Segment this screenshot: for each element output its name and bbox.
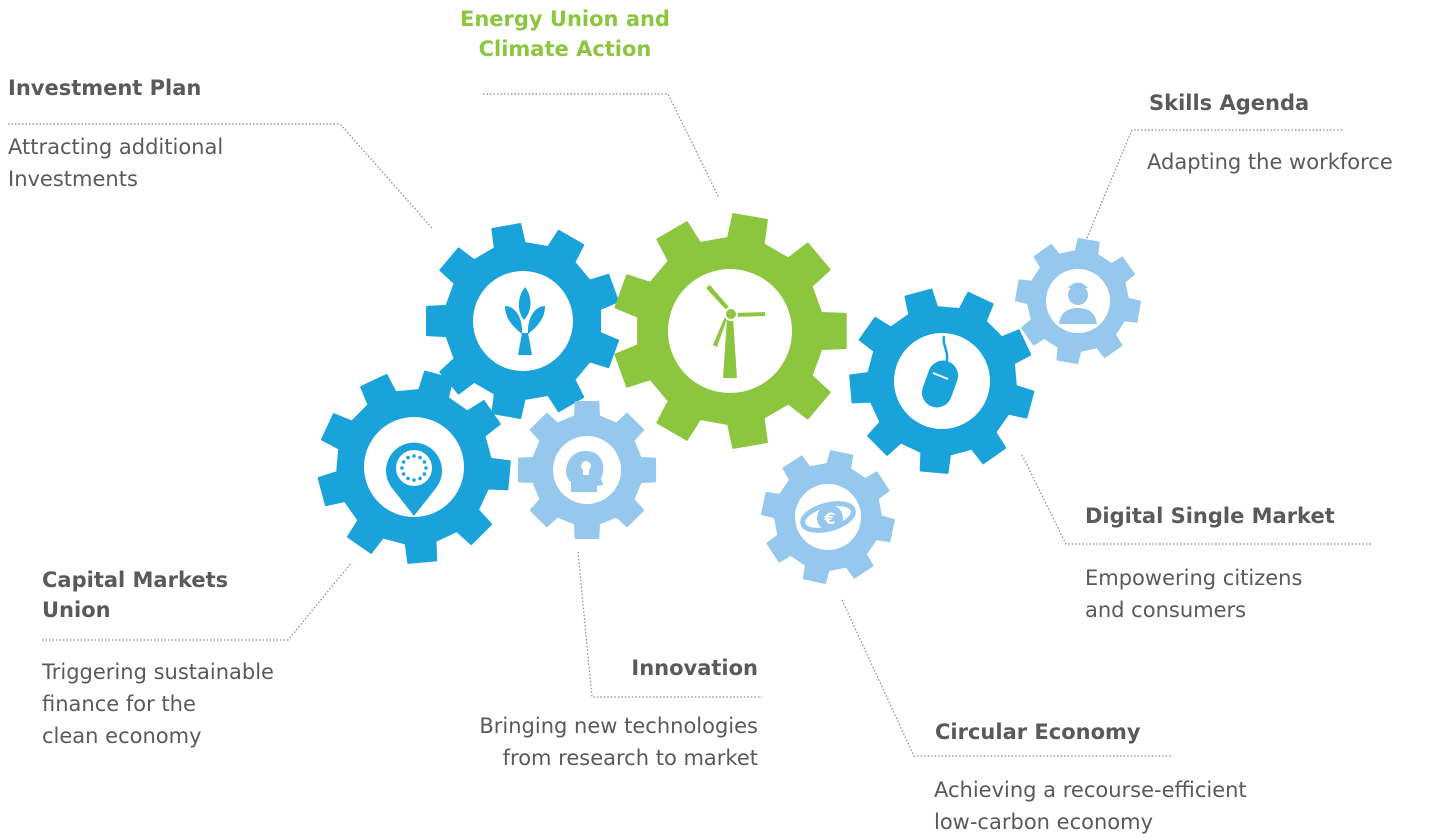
- circular-desc-line2: low-carbon economy: [934, 810, 1154, 834]
- sprout-icon: [505, 287, 545, 355]
- svg-text:€: €: [823, 509, 835, 528]
- head-lightbulb-icon: [566, 451, 604, 492]
- skills-agenda-gear: [1015, 238, 1141, 364]
- investment-desc-line2: Investments: [8, 167, 138, 191]
- eu-star: [412, 478, 416, 482]
- eu-star: [412, 454, 416, 458]
- wind-turbine-icon: [706, 285, 765, 378]
- eu-star: [422, 472, 427, 476]
- digital-single-market-title: Digital Single Market: [1085, 504, 1335, 528]
- investment-desc-line1: Attracting additional: [8, 135, 224, 159]
- capital-markets-title: Capital Markets Union: [42, 565, 228, 625]
- eu-location-pin-icon: [386, 442, 442, 516]
- energy-union-title: Energy Union and Climate Action: [440, 4, 690, 64]
- eu-star: [406, 476, 410, 481]
- capital-desc-line2: finance for the: [42, 692, 196, 716]
- circular-desc-line1: Achieving a recourse-efficient: [934, 778, 1247, 802]
- worker-icon: [1059, 282, 1097, 324]
- digital-desc-line2: and consumers: [1085, 598, 1247, 622]
- investment-plan-title: Investment Plan: [8, 76, 202, 100]
- leader-line-investment: [8, 123, 433, 229]
- leader-line-skills: [1086, 129, 1342, 239]
- eu-star: [400, 466, 404, 470]
- circular-economy-gear: €: [761, 450, 895, 584]
- investment-plan-desc: Attracting additional Investments: [8, 131, 223, 195]
- energy-union-title-line2: Climate Action: [478, 37, 652, 61]
- innovation-desc: Bringing new technologies from research …: [410, 710, 758, 774]
- digital-single-market-gear: [849, 288, 1035, 474]
- leader-line-innovation: [577, 551, 762, 698]
- eu-star: [401, 472, 406, 476]
- skills-agenda-desc: Adapting the workforce: [1147, 150, 1393, 174]
- innovation-title: Innovation: [631, 656, 758, 680]
- digital-desc-line1: Empowering citizens: [1085, 566, 1303, 590]
- capital-desc-line1: Triggering sustainable: [42, 660, 274, 684]
- leader-line-capital: [42, 561, 353, 641]
- innovation-desc-line1: Bringing new technologies: [479, 714, 758, 738]
- circular-economy-title: Circular Economy: [935, 720, 1141, 744]
- leader-line-energy: [483, 93, 720, 199]
- eu-star: [418, 476, 422, 481]
- capital-title-line2: Union: [42, 598, 111, 622]
- leader-line-digital: [1021, 454, 1372, 545]
- eu-star: [406, 455, 410, 460]
- eu-star: [401, 460, 406, 464]
- innovation-gear: [517, 400, 657, 540]
- leader-line-circular: [841, 599, 1173, 757]
- computer-mouse-icon: [921, 335, 959, 408]
- eu-star: [422, 460, 427, 464]
- euro-cycle-icon: €: [800, 501, 856, 533]
- circular-economy-desc: Achieving a recourse-efficient low-carbo…: [934, 774, 1247, 838]
- energy-union-gear: [614, 213, 847, 449]
- innovation-desc-line2: from research to market: [502, 746, 758, 770]
- energy-union-title-line1: Energy Union and: [460, 7, 670, 31]
- eu-star: [418, 455, 422, 460]
- capital-markets-gear: [317, 370, 511, 564]
- capital-title-line1: Capital Markets: [42, 568, 229, 592]
- capital-markets-desc: Triggering sustainable finance for the c…: [42, 656, 274, 752]
- skills-agenda-title: Skills Agenda: [1149, 91, 1310, 115]
- eu-star: [424, 466, 428, 470]
- digital-single-market-desc: Empowering citizens and consumers: [1085, 562, 1302, 626]
- investment-plan-gear: [426, 223, 620, 419]
- capital-desc-line3: clean economy: [42, 724, 202, 748]
